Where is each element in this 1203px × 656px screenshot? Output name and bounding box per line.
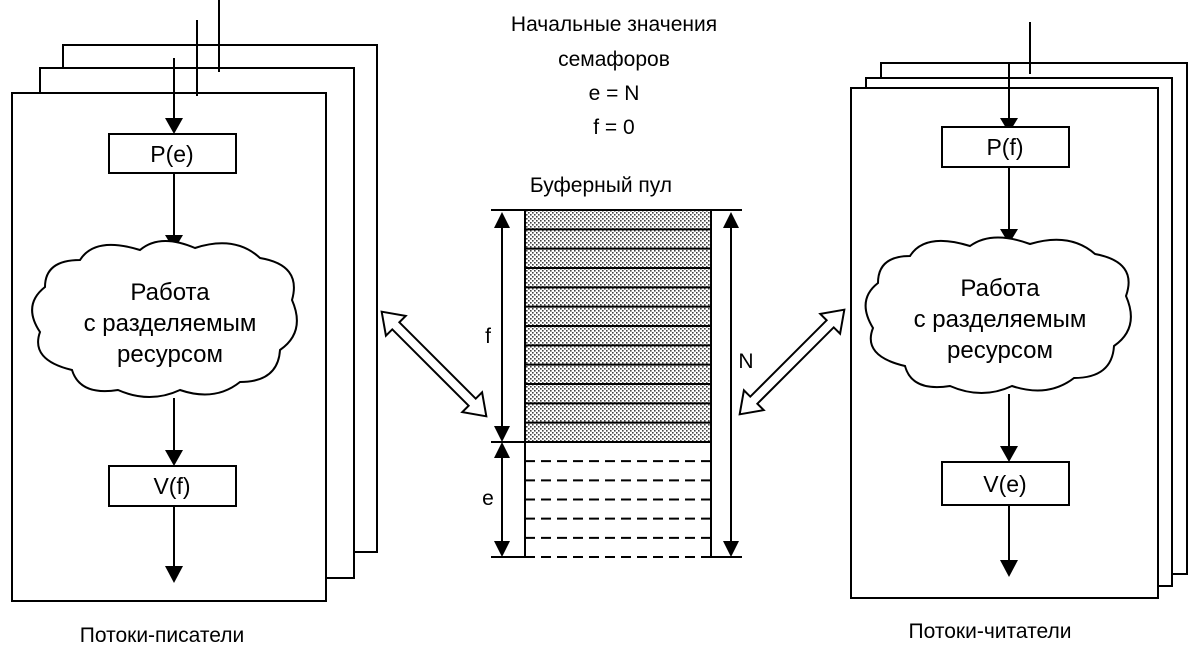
reader-arrow-out (1000, 560, 1018, 577)
f-bracket-label: f (485, 325, 491, 348)
reader-buffer-double-arrow (738, 308, 846, 416)
reader-v-label: V(e) (983, 471, 1026, 497)
reader-work-line3: ресурсом (947, 337, 1053, 364)
e-bracket-label: e (482, 487, 494, 510)
writer-work-cloud (31, 240, 298, 398)
writer-p-label: P(e) (150, 141, 193, 167)
semaphore-f-init: f = 0 (593, 116, 634, 139)
f-bracket-arrow-top (494, 212, 510, 228)
writer-v-box (108, 465, 237, 507)
writer-p-box (108, 133, 237, 174)
e-bracket-arrow-top (494, 442, 510, 458)
reader-arrow-to-v (1000, 446, 1018, 462)
writer-work-line1: Работа (130, 279, 210, 306)
writer-work-line2: с разделяемым (84, 310, 257, 337)
writer-work-line3: ресурсом (117, 341, 223, 368)
buffer-pool-title: Буферный пул (530, 174, 672, 197)
reader-p-label: P(f) (986, 134, 1023, 160)
reader-p-box (941, 126, 1070, 168)
reader-work-line1: Работа (960, 275, 1040, 302)
semaphores-title-line1: Начальные значения (511, 13, 717, 36)
writer-arrow-out (165, 566, 183, 583)
writer-v-label: V(f) (153, 473, 190, 499)
reader-arrow-in (1000, 118, 1018, 133)
semaphores-title-line2: семафоров (558, 48, 670, 71)
writer-buffer-double-arrow (380, 310, 488, 418)
writer-arrow-in (165, 118, 183, 134)
e-bracket-arrow-bottom (494, 541, 510, 557)
reader-arrow-to-work (1000, 229, 1018, 244)
semaphore-e-init: e = N (589, 82, 640, 105)
n-bracket-arrow-bottom (723, 541, 739, 557)
writers-caption: Потоки-писатели (80, 624, 244, 647)
buffer-pool (524, 209, 712, 558)
reader-work-line2: с разделяемым (914, 306, 1087, 333)
f-bracket-arrow-bottom (494, 426, 510, 442)
writer-arrow-to-v (165, 450, 183, 466)
n-bracket-arrow-top (723, 212, 739, 228)
reader-work-cloud (864, 236, 1132, 394)
n-bracket-label: N (738, 350, 753, 373)
reader-v-box (941, 461, 1070, 506)
readers-caption: Потоки-читатели (909, 620, 1072, 643)
